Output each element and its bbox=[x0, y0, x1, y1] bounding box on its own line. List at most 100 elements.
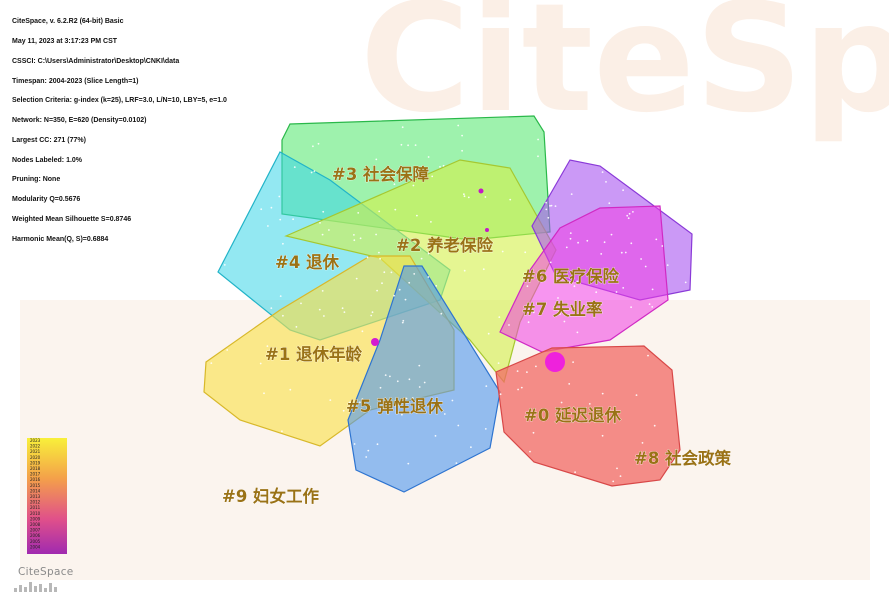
network-info-panel: CiteSpace, v. 6.2.R2 (64-bit) Basic May … bbox=[12, 6, 227, 250]
node-dot bbox=[461, 149, 463, 152]
node-dot bbox=[603, 280, 605, 282]
node-dot bbox=[630, 306, 632, 309]
node-dot bbox=[313, 170, 316, 173]
legend-year: 2022 bbox=[30, 444, 41, 449]
node-dot bbox=[322, 210, 325, 213]
node-dot bbox=[361, 330, 364, 333]
cluster-label-9[interactable]: #9 妇女工作 bbox=[222, 486, 320, 507]
node-dot[interactable] bbox=[478, 188, 484, 194]
node-dot bbox=[549, 205, 551, 207]
node-dot bbox=[359, 237, 362, 240]
node-dot bbox=[484, 428, 487, 430]
cluster-label-5[interactable]: #5 弹性退休 bbox=[346, 396, 444, 417]
node-dot bbox=[532, 311, 535, 314]
node-dot bbox=[270, 307, 273, 309]
info-line: Weighted Mean Silhouette S=0.8746 bbox=[12, 216, 132, 223]
node-dot bbox=[353, 443, 356, 445]
node-dot bbox=[389, 375, 391, 378]
node-dot bbox=[399, 177, 402, 180]
node-dot bbox=[569, 237, 572, 240]
node-dot bbox=[367, 449, 370, 452]
node-dot bbox=[463, 195, 466, 198]
node-dot bbox=[463, 269, 466, 272]
node-dot bbox=[317, 142, 320, 145]
node-dot bbox=[300, 302, 302, 305]
node-dot bbox=[529, 450, 531, 453]
node-dot bbox=[635, 394, 638, 396]
node-dot bbox=[278, 195, 281, 198]
node-dot bbox=[545, 208, 548, 211]
node-dot bbox=[550, 204, 553, 207]
node-dot bbox=[605, 181, 607, 183]
node-dot[interactable] bbox=[485, 228, 489, 232]
node-dot[interactable] bbox=[371, 338, 379, 346]
node-dot bbox=[323, 315, 325, 317]
legend-year: 2004 bbox=[30, 544, 41, 549]
cluster-label-0[interactable]: #0 延迟退休 bbox=[524, 405, 622, 426]
cluster-label-3[interactable]: #3 社会保障 bbox=[332, 164, 430, 185]
node-dot bbox=[608, 202, 611, 205]
node-dot bbox=[655, 238, 658, 241]
node-dot bbox=[497, 362, 500, 364]
node-dot bbox=[516, 370, 519, 372]
node-dot bbox=[329, 399, 332, 401]
node-dot bbox=[310, 171, 313, 174]
node-dot bbox=[404, 298, 407, 301]
node-dot[interactable] bbox=[545, 352, 565, 372]
node-dot bbox=[348, 401, 351, 404]
node-dot bbox=[411, 397, 414, 399]
node-dot bbox=[524, 251, 527, 254]
cluster-label-7[interactable]: #7 失业率 bbox=[522, 299, 603, 320]
node-dot bbox=[361, 398, 364, 401]
node-dot bbox=[270, 206, 273, 209]
node-dot bbox=[557, 297, 559, 299]
node-dot bbox=[361, 409, 364, 411]
legend-year: 2017 bbox=[30, 472, 41, 477]
node-dot bbox=[260, 208, 263, 211]
node-dot bbox=[263, 392, 265, 395]
node-dot bbox=[565, 246, 568, 249]
legend-year: 2019 bbox=[30, 460, 41, 465]
node-dot bbox=[319, 222, 321, 224]
node-dot bbox=[266, 345, 269, 347]
cluster-label-6[interactable]: #6 医疗保险 bbox=[522, 266, 620, 287]
cluster-label-4[interactable]: #4 退休 bbox=[275, 252, 340, 273]
node-dot bbox=[376, 443, 379, 446]
node-dot bbox=[292, 218, 294, 221]
info-line: Nodes Labeled: 1.0% bbox=[12, 156, 83, 164]
node-dot bbox=[526, 285, 529, 288]
info-line: Modularity Q=0.5676 bbox=[12, 196, 81, 204]
node-dot bbox=[355, 277, 358, 280]
node-dot bbox=[370, 314, 373, 317]
node-dot bbox=[279, 218, 282, 221]
node-dot bbox=[282, 242, 284, 245]
cluster-label-1[interactable]: #1 退休年龄 bbox=[265, 344, 363, 365]
legend-year: 2020 bbox=[30, 455, 41, 460]
node-dot bbox=[573, 285, 576, 288]
node-dot bbox=[440, 312, 443, 315]
node-dot bbox=[467, 196, 470, 199]
node-dot bbox=[279, 295, 282, 297]
node-dot bbox=[520, 386, 523, 389]
node-dot bbox=[400, 143, 403, 146]
legend-year: 2008 bbox=[30, 522, 41, 527]
node-dot bbox=[499, 393, 502, 396]
node-dot bbox=[640, 258, 642, 260]
legend-year: 2013 bbox=[30, 494, 41, 499]
node-dot bbox=[487, 332, 490, 335]
node-dot bbox=[526, 371, 528, 373]
node-dot bbox=[343, 311, 346, 313]
cluster-label-8[interactable]: #8 社会政策 bbox=[634, 448, 732, 469]
cluster-label-2[interactable]: #2 养老保险 bbox=[396, 235, 494, 256]
legend-year: 2010 bbox=[30, 511, 41, 516]
node-dot bbox=[365, 456, 368, 458]
node-dot bbox=[381, 282, 383, 285]
info-line: Harmonic Mean(Q, S)=0.6884 bbox=[12, 235, 109, 243]
node-dot bbox=[401, 413, 403, 416]
node-dot bbox=[366, 256, 369, 259]
node-dot bbox=[390, 271, 393, 274]
node-dot bbox=[610, 233, 613, 236]
node-dot bbox=[624, 251, 627, 254]
node-dot bbox=[412, 184, 415, 187]
info-line: May 11, 2023 at 3:17:23 PM CST bbox=[12, 37, 118, 45]
